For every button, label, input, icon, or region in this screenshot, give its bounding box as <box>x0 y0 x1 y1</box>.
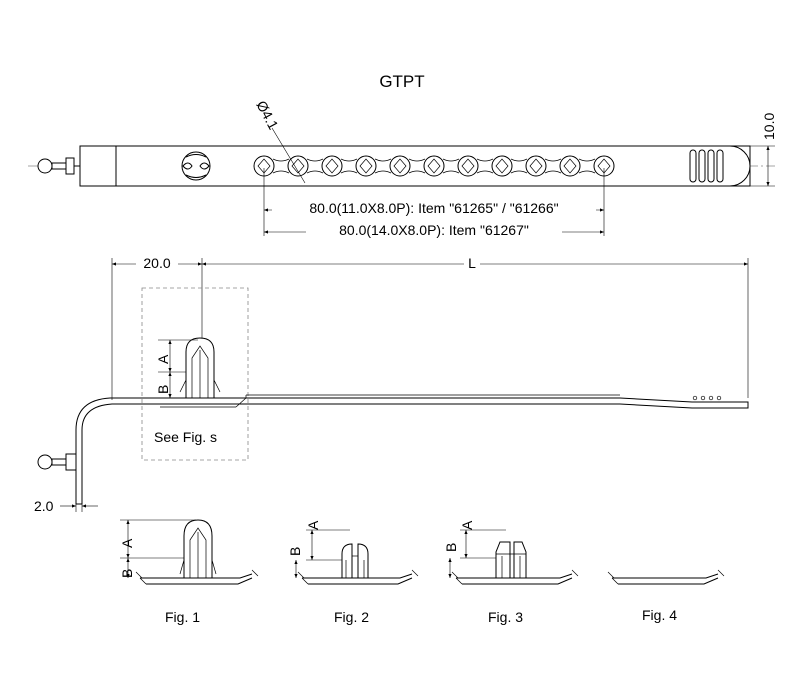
ball-end-top <box>37 158 53 174</box>
hole-inner <box>393 158 407 174</box>
side-b-label: B <box>155 385 171 394</box>
strap-hole <box>559 155 581 177</box>
hole-inner <box>291 158 305 174</box>
hole-link <box>476 158 494 174</box>
top-view: Ø4.1 10.0 80.0(11.0X8.0P): Item "61265" … <box>28 98 777 238</box>
fig1-a-label: A <box>119 538 135 548</box>
hole-chain <box>253 155 615 177</box>
hole-inner <box>529 158 543 174</box>
hole-link <box>340 158 358 174</box>
thickness-label: 2.0 <box>34 498 54 514</box>
hole-inner <box>257 158 271 174</box>
length-label: L <box>468 255 476 271</box>
fig4-label: Fig. 4 <box>642 607 677 623</box>
hole-inner <box>325 158 339 174</box>
height-label: 10.0 <box>761 113 777 140</box>
strap-hole <box>389 155 411 177</box>
strap-hole <box>457 155 479 177</box>
hole-link <box>306 158 324 174</box>
strap-hole <box>423 155 445 177</box>
hole-inner <box>563 158 577 174</box>
hole-link <box>374 158 392 174</box>
fig2-label: Fig. 2 <box>334 609 369 625</box>
fig1-b-label: B <box>119 569 135 578</box>
hole-inner <box>461 158 475 174</box>
fig1-label: Fig. 1 <box>165 609 200 625</box>
strap-side-profile <box>75 397 749 505</box>
hole-inner <box>597 158 611 174</box>
fig3-label: Fig. 3 <box>488 609 523 625</box>
strap-hole <box>525 155 547 177</box>
grip-ribs <box>689 149 724 183</box>
strap-hole <box>355 155 377 177</box>
hole-link <box>578 158 596 174</box>
fig2-b-label: B <box>287 547 303 556</box>
strap-hole <box>491 155 513 177</box>
hole-diameter-label: Ø4.1 <box>253 98 281 132</box>
hole-link <box>544 158 562 174</box>
detail-box <box>141 287 249 461</box>
figure-3: A B Fig. 3 <box>443 520 579 625</box>
strap-hole <box>321 155 343 177</box>
hole-link <box>272 158 290 174</box>
fig2-a-label: A <box>305 520 321 530</box>
figure-2: A B Fig. 2 <box>287 520 419 625</box>
hole-inner <box>495 158 509 174</box>
hole-inner <box>427 158 441 174</box>
drawing-title: GTPT <box>379 72 424 91</box>
side-a-label: A <box>155 354 171 364</box>
figure-4: Fig. 4 <box>607 569 725 623</box>
strap-hole <box>287 155 309 177</box>
pitch-label-2: 80.0(14.0X8.0P): Item "61267" <box>339 222 529 238</box>
see-figures-label: See Fig. s <box>154 429 217 445</box>
hole-link <box>442 158 460 174</box>
offset-label: 20.0 <box>143 255 170 271</box>
side-view: 20.0 L A B See Fig. s <box>34 253 749 514</box>
fig3-b-label: B <box>443 543 459 552</box>
hole-link <box>510 158 528 174</box>
clip-ring <box>181 151 211 181</box>
clip-side <box>179 337 221 399</box>
hole-inner <box>359 158 373 174</box>
fig3-a-label: A <box>459 520 475 530</box>
pitch-label-1: 80.0(11.0X8.0P): Item "61265" / "61266" <box>309 200 558 216</box>
ball-end-side <box>37 454 53 470</box>
hole-link <box>408 158 426 174</box>
figure-1: A B Fig. 1 <box>119 519 259 625</box>
